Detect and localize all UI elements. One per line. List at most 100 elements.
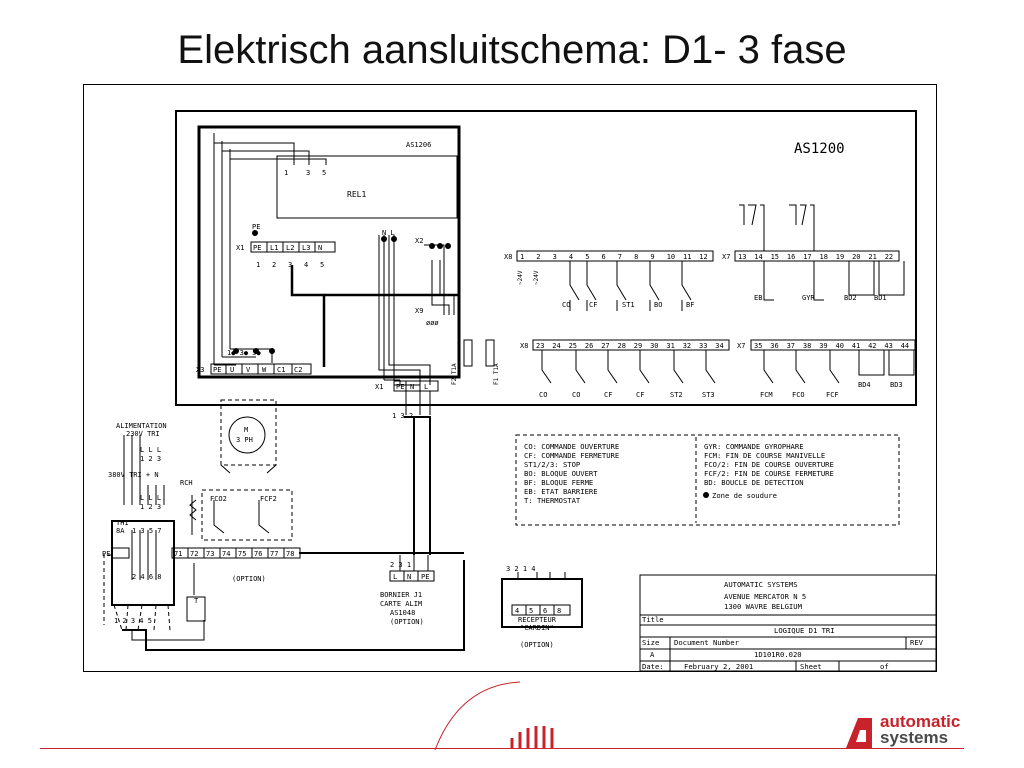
rel-pin-5: 5 xyxy=(322,169,326,177)
rel-pin-3: 3 xyxy=(306,169,310,177)
x8bot-terminal: 32 xyxy=(683,342,691,350)
receiver-option: (OPTION) xyxy=(520,641,554,649)
x1b-label: X1 xyxy=(375,383,383,391)
x1-num-1: 1 xyxy=(256,261,260,269)
x3-term-pe: PE xyxy=(213,366,221,374)
strip-terminal: 78 xyxy=(286,550,294,558)
x7top-terminal: 21 xyxy=(868,253,876,261)
x7-bot-label: X7 xyxy=(737,342,745,350)
x7top-terminal: 17 xyxy=(803,253,811,261)
legend-left-3: ST1/2/3: STOP xyxy=(524,460,580,469)
logo-line-1: automatic xyxy=(880,712,961,731)
x8bot-terminal: 34 xyxy=(715,342,723,350)
strip-terminal: 77 xyxy=(270,550,278,558)
x1b-term-n: N xyxy=(410,383,414,391)
x8bot-terminal: 24 xyxy=(552,342,560,350)
strip-terminal: 74 xyxy=(222,550,230,558)
contact-st3: ST3 xyxy=(702,391,715,399)
legend-right-3: FCO/2: FIN DE COURSE OUVERTURE xyxy=(704,460,834,469)
x7bot-terminal: 39 xyxy=(819,342,827,350)
x7top-terminal: 22 xyxy=(885,253,893,261)
x2-label: X2 xyxy=(415,237,423,245)
bornier-l4: (OPTION) xyxy=(390,618,424,626)
contact-co-1: CO xyxy=(539,391,547,399)
contact-fcf: FCF xyxy=(826,391,839,399)
supply-ba: 8A xyxy=(116,527,125,535)
x8bot-terminal: 29 xyxy=(634,342,642,350)
supply-th-bottom: 2 4 6 8 xyxy=(132,573,162,581)
x1b-term-l: L xyxy=(424,383,428,391)
x8top-terminal: 8 xyxy=(634,253,638,261)
receiver-l2: "CARDIN" xyxy=(520,624,554,632)
ac-label-2: ~24V xyxy=(533,270,540,285)
contact-bd1: BD1 xyxy=(874,294,887,302)
contact-bo: BO xyxy=(654,301,662,309)
x8bot-terminal: 30 xyxy=(650,342,658,350)
x1b-nums: 1 3 2 xyxy=(392,412,413,420)
legend-left-5: BF: BLOQUE FERME xyxy=(524,478,593,487)
x7top-terminal: 20 xyxy=(852,253,860,261)
as1200-board xyxy=(175,110,917,406)
x8bot-terminal: 27 xyxy=(601,342,609,350)
x7top-terminal: 13 xyxy=(738,253,746,261)
tb-sheet-label: Sheet xyxy=(800,662,822,671)
contact-bd2: BD2 xyxy=(844,294,857,302)
tb-doc-value: 1D101R0.020 xyxy=(754,650,802,659)
x7bot-terminal: 38 xyxy=(803,342,811,350)
x7bot-terminal: 40 xyxy=(836,342,844,350)
supply-fcf2: FCF2 xyxy=(260,495,277,503)
contact-cf-1: CF xyxy=(604,391,612,399)
legend-left-6: EB: ETAT BARRIERE xyxy=(524,487,598,496)
contact-st2: ST2 xyxy=(670,391,683,399)
x8top-terminal: 2 xyxy=(536,253,540,261)
x8top-terminal: 7 xyxy=(618,253,622,261)
bornier-term-pe: PE xyxy=(421,573,429,581)
supply-th-nums: 1 3 5 7 xyxy=(132,527,162,535)
ac-label-1: ~24V xyxy=(517,270,524,285)
tb-address-1: AVENUE MERCATOR N 5 xyxy=(724,592,806,601)
motor-label-3ph: 3 PH xyxy=(236,436,253,444)
x8bot-terminal: 31 xyxy=(666,342,674,350)
x1-num-5: 5 xyxy=(320,261,324,269)
receiver-term-8: 8 xyxy=(557,607,561,615)
legend-left-2: CF: COMMANDE FERMETURE xyxy=(524,451,619,460)
schematic-drawing: AS1200 AS1206 REL1 1 3 5 PE N L X2 X9 øø… xyxy=(102,110,937,672)
company-logo: automatic systems xyxy=(842,712,992,754)
x7top-terminal: 15 xyxy=(771,253,779,261)
strip-terminal: 73 xyxy=(206,550,214,558)
supply-nums-230: 1 2 3 xyxy=(140,455,161,463)
x7bot-terminal: 44 xyxy=(901,342,909,350)
strip-terminal: 75 xyxy=(238,550,246,558)
supply-rch: RCH xyxy=(180,479,193,487)
x8bot-terminal: 33 xyxy=(699,342,707,350)
supply-nums-380: 1 2 3 xyxy=(140,503,161,511)
tb-date-label: Date: xyxy=(642,662,664,671)
x7top-terminal: 18 xyxy=(820,253,828,261)
supply-voltage: 230V TRI xyxy=(126,430,160,438)
legend-left-1: CO: COMMANDE OUVERTURE xyxy=(524,442,619,451)
x8top-terminal: 5 xyxy=(585,253,589,261)
bornier-term-l: L xyxy=(393,573,397,581)
tb-size-label: Size xyxy=(642,638,659,647)
rel-pin-1: 1 xyxy=(284,169,288,177)
bornier-l1: BORNIER J1 xyxy=(380,591,422,599)
receiver-term-5: 5 xyxy=(529,607,533,615)
bornier-l2: CARTE ALIM xyxy=(380,600,422,608)
tb-rev-label: REV xyxy=(910,638,924,647)
rel1-label: REL1 xyxy=(347,190,366,199)
x8top-terminal: 11 xyxy=(683,253,691,261)
supply-lines-380: L L L xyxy=(140,494,161,502)
x7bot-terminal: 36 xyxy=(770,342,778,350)
slide-title: Elektrisch aansluitschema: D1- 3 fase xyxy=(177,28,847,72)
x3-pins: 1● 3● 5● xyxy=(227,349,262,357)
x1-term-n: N xyxy=(318,244,322,252)
tb-size-value: A xyxy=(650,650,655,659)
supply-lines-230: L L L xyxy=(140,446,161,454)
wiring-schematic: AS1200 AS1206 REL1 1 3 5 PE N L X2 X9 øø… xyxy=(83,84,937,672)
legend-right-1: GYR: COMMANDE GYROPHARE xyxy=(704,442,804,451)
as1206-label: AS1206 xyxy=(406,141,431,149)
tb-date-value: February 2, 2001 xyxy=(684,662,753,671)
